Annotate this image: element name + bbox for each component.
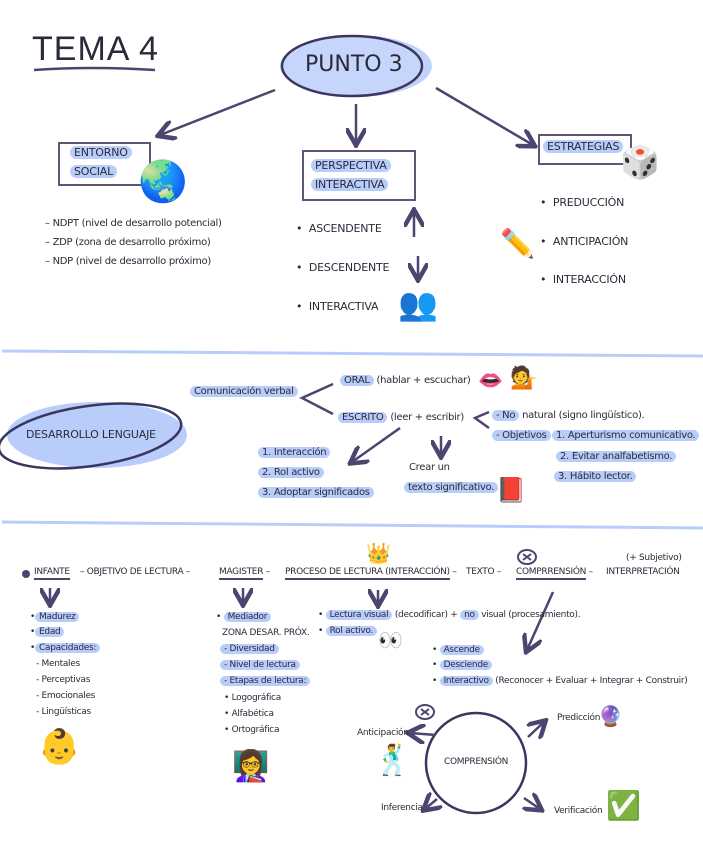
- inferencia-label: Inferencia: [381, 803, 423, 813]
- chain-interpretacion: INTERPRETACIÓN: [606, 567, 680, 577]
- no-natural: - No natural (signo lingüístico).: [492, 410, 645, 421]
- proceso-item: • Rol activo.: [318, 626, 378, 636]
- objetivo-item: 2. Evitar analfabetismo.: [556, 451, 677, 462]
- magister-item: - Nivel de lectura: [220, 660, 300, 670]
- perspectiva-box: [302, 150, 416, 201]
- comprension-label: COMPRENSIÓN: [444, 757, 509, 767]
- chain-magister: MAGISTER –: [219, 567, 270, 580]
- etapa-item: • Ortográfica: [224, 725, 280, 735]
- escrito-branch: ESCRITO (leer + escribir): [338, 412, 464, 423]
- eyes-icon: 👀: [378, 628, 403, 652]
- teacher-icon: 👩‍🏫: [232, 749, 270, 784]
- perspectiva-item: • DESCENDENTE: [296, 261, 390, 274]
- left-list-item: 2. Rol activo: [258, 467, 324, 478]
- crown-icon: 👑: [366, 541, 391, 565]
- dice-icon: 🎲: [620, 143, 660, 181]
- book-icon: 📕: [496, 476, 526, 504]
- etapa-item: • Alfabética: [224, 709, 274, 719]
- pencil-icon: ✏️: [500, 227, 535, 260]
- chain-infante: INFANTE: [34, 567, 70, 580]
- baby-icon: 👶: [38, 727, 81, 767]
- crystal-ball-icon: 🔮: [598, 704, 623, 728]
- desarrollo-label: DESARROLLO LENGUAJE: [26, 428, 156, 441]
- verificacion-label: Verificación: [554, 806, 603, 816]
- oral-branch: ORAL (hablar + escuchar): [340, 375, 471, 386]
- magister-item: - Etapas de lectura:: [220, 676, 311, 686]
- globe-icon: 🌏: [138, 159, 188, 205]
- capacidad-item: - Emocionales: [36, 691, 96, 701]
- comprension-circle: [424, 711, 528, 815]
- desarrollo-ellipse: [0, 402, 183, 470]
- entorno-item: – NDPT (nivel de desarrollo potencial): [45, 218, 222, 229]
- etapa-item: • Logográfica: [224, 693, 281, 703]
- perspectiva-item: • INTERACTIVA: [296, 300, 379, 313]
- infante-item: •Edad: [30, 627, 65, 637]
- modelo-item: • Ascende: [432, 645, 484, 655]
- objetivo-item: 1. Aperturismo comunicativo.: [552, 430, 700, 441]
- subjetivo-note: (+ Subjetivo): [626, 553, 682, 563]
- cross-circle-icon: [517, 549, 537, 565]
- cross-circle-icon: [415, 704, 435, 720]
- chain-proceso: PROCESO DE LECTURA (INTERACCIÓN) –: [285, 567, 457, 580]
- estrategias-item: • INTERACCIÓN: [540, 273, 626, 286]
- entorno-label-1: ENTORNO: [70, 146, 132, 159]
- objetivo-item: 3. Hábito lector.: [554, 471, 637, 482]
- objetivos-label: - Objetivos: [492, 430, 551, 441]
- left-list-item: 1. Interacción: [258, 447, 331, 458]
- perspectiva-label-2: INTERACTIVA: [311, 178, 389, 191]
- chain-comprension: COMPRRENSIÓN –: [516, 567, 593, 580]
- perspectiva-item: • ASCENDENTE: [296, 222, 382, 235]
- chain-texto: TEXTO –: [466, 567, 502, 577]
- dancer-icon: 🕺: [374, 743, 412, 778]
- entorno-item: – ZDP (zona de desarrollo próximo): [45, 237, 211, 248]
- people-icon: 👥: [398, 285, 438, 323]
- estrategias-item: • ANTICIPACIÓN: [540, 235, 629, 248]
- listening-person-icon: 💁: [510, 366, 538, 391]
- zona-label: ZONA DESAR. PRÓX.: [222, 628, 310, 638]
- mediador-item: • Mediador: [216, 612, 272, 622]
- entorno-item: – NDP (nivel de desarrollo próximo): [45, 256, 211, 267]
- comunicacion-verbal: Comunicación verbal: [190, 386, 298, 397]
- capacidad-item: - Mentales: [36, 659, 80, 669]
- page-title: TEMA 4: [32, 30, 159, 68]
- punto-label: PUNTO 3: [305, 52, 403, 77]
- modelo-item: • Interactivo (Reconocer + Evaluar + Int…: [432, 676, 688, 686]
- entorno-label-2: SOCIAL: [70, 165, 118, 178]
- estrategias-item: • PREDUCCIÓN: [540, 196, 625, 209]
- infante-item: •Capacidades:: [30, 643, 101, 653]
- proceso-item: • Lectura visual (decodificar) + no visu…: [318, 610, 581, 620]
- prediccion-label: Predicción: [557, 713, 601, 723]
- capacidad-item: - Perceptivas: [36, 675, 91, 685]
- lips-icon: 👄: [478, 368, 503, 392]
- perspectiva-label-1: PERSPECTIVA: [311, 159, 391, 172]
- anticipacion-label: Anticipación: [357, 728, 409, 738]
- check-mark-icon: ✅: [606, 789, 641, 822]
- crear-line2: texto significativo.: [404, 482, 499, 493]
- punto-ellipse: [280, 34, 424, 98]
- modelo-item: • Desciende: [432, 660, 492, 670]
- crear-line1: Crear un: [409, 462, 450, 473]
- estrategias-label: ESTRATEGIAS: [543, 140, 624, 153]
- magister-item: - Diversidad: [220, 644, 279, 654]
- capacidad-item: - Lingüísticas: [36, 707, 91, 717]
- infante-item: •Madurez: [30, 612, 80, 622]
- chain-objetivo: – OBJETIVO DE LECTURA –: [80, 567, 191, 577]
- left-list-item: 3. Adoptar significados: [258, 487, 374, 498]
